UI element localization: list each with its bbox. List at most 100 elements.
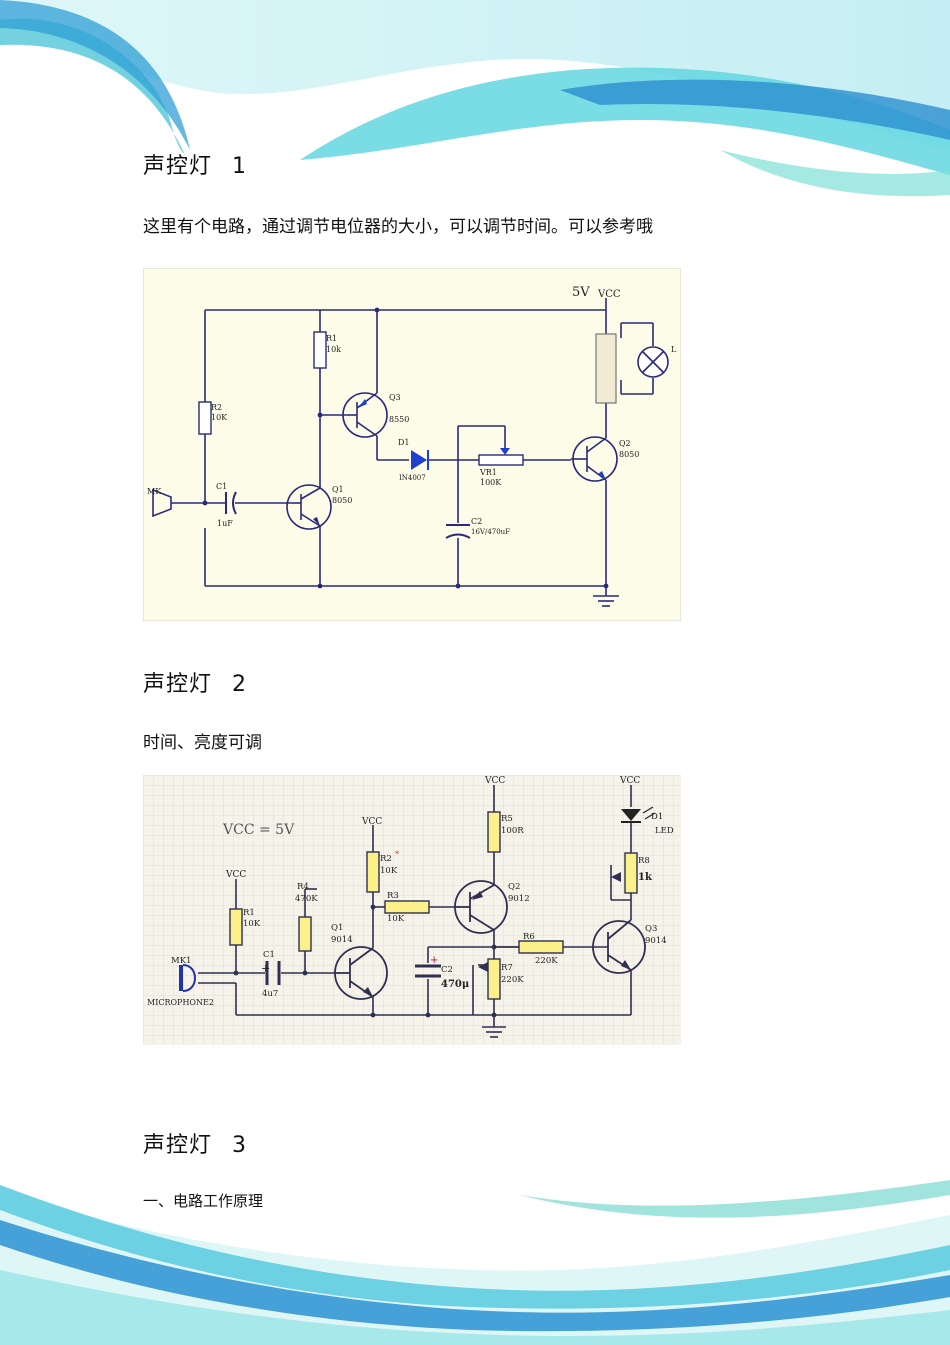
c1-label-q2: Q2 bbox=[619, 439, 631, 448]
c2-label-d1-val: LED bbox=[655, 826, 674, 836]
c2-label-r3-val: 10K bbox=[387, 914, 405, 924]
c1-label-r2: R2 bbox=[211, 403, 222, 412]
c2-label-r1-val: 10K bbox=[243, 919, 261, 929]
section-1-number: 1 bbox=[232, 154, 248, 179]
c2-label-r6: R6 bbox=[523, 932, 535, 942]
section-2-number: 2 bbox=[232, 672, 248, 697]
c2-label-vcc-led: VCC bbox=[619, 776, 640, 786]
circuit-1-background bbox=[143, 268, 681, 621]
c1-label-d1-val: IN4007 bbox=[399, 474, 426, 482]
c2-label-q2: Q2 bbox=[508, 882, 520, 892]
c1-transistor-q2 bbox=[571, 436, 618, 482]
c2-q3-arrow bbox=[621, 960, 631, 970]
circuit-1-wires bbox=[171, 298, 654, 607]
section-3-title: 声控灯 bbox=[143, 1133, 213, 1158]
c1-label-r1-val: 10k bbox=[326, 345, 341, 354]
c2-r7-wiper bbox=[478, 962, 488, 972]
c2-label-c2-plus: + bbox=[430, 955, 438, 966]
c2-label-r4: R4 bbox=[297, 882, 309, 892]
c1-lamp-cross-b bbox=[641, 350, 665, 374]
c1-relay bbox=[595, 333, 617, 404]
c2-label-d1: D1 bbox=[651, 812, 663, 822]
c2-label-mk1: MK1 bbox=[171, 956, 191, 966]
c1-cap-c2-plate-b bbox=[445, 533, 471, 539]
c1-label-q2-val: 8050 bbox=[619, 450, 639, 459]
c1-potentiometer-vr1 bbox=[478, 454, 524, 466]
c2-resistor-r8 bbox=[624, 852, 638, 894]
c1-q2-arrow bbox=[598, 471, 606, 480]
section-3-heading: 声控灯 3 bbox=[143, 1127, 247, 1159]
c1-q1-arrow bbox=[313, 517, 320, 526]
c2-label-q3: Q3 bbox=[645, 924, 657, 934]
c2-transistor-q1 bbox=[334, 946, 388, 1000]
circuit-2-svg: VCC = 5V VCC VCC VCC VCC R1 10K R2 * 10K… bbox=[143, 775, 681, 1045]
c1-potentiometer-wiper bbox=[500, 448, 510, 455]
c2-led-ray-b bbox=[644, 812, 656, 820]
section-3-subtitle: 一、电路工作原理 bbox=[143, 1192, 264, 1210]
c2-resistors bbox=[229, 811, 638, 1000]
c2-microphone bbox=[179, 965, 183, 991]
c2-label-r2: R2 bbox=[380, 854, 392, 864]
c2-label-r8: R8 bbox=[638, 856, 650, 866]
c1-label-vr1-val: 100K bbox=[480, 478, 502, 487]
c2-label-c1-val: 4u7 bbox=[262, 989, 278, 999]
c2-label-r8-val: 1k bbox=[638, 872, 653, 883]
c2-label-q1-val: 9014 bbox=[331, 935, 353, 945]
c2-resistor-r2 bbox=[366, 851, 380, 893]
c2-label-q2-val: 9012 bbox=[508, 894, 530, 904]
c1-microphone bbox=[152, 488, 172, 518]
c2-resistor-r3 bbox=[384, 900, 430, 914]
c1-label-vcc: VCC bbox=[597, 289, 621, 300]
c1-label-q3-val: 8550 bbox=[389, 415, 409, 424]
c2-label-r2-mark: * bbox=[395, 850, 400, 860]
c2-led-d1 bbox=[621, 809, 641, 821]
c1-q3-arrow bbox=[358, 399, 367, 408]
c2-transistor-q2 bbox=[454, 880, 508, 934]
c2-label-r6-val: 220K bbox=[535, 956, 558, 966]
section-1-heading: 声控灯 1 bbox=[143, 148, 247, 180]
c2-microphone-body bbox=[182, 964, 196, 992]
circuit-2-wires bbox=[198, 785, 632, 1038]
c2-label-r7-val: 220K bbox=[501, 975, 524, 985]
c1-resistor-r2 bbox=[198, 401, 212, 435]
c2-label-vcc-eq: VCC = 5V bbox=[222, 822, 295, 838]
c2-resistor-r4 bbox=[298, 916, 312, 952]
c2-label-mic: MICROPHONE2 bbox=[147, 998, 214, 1007]
c2-r8-wiper bbox=[611, 872, 621, 882]
c2-label-c1-plus: + bbox=[261, 962, 270, 975]
c2-label-vcc-r2: VCC bbox=[361, 817, 382, 827]
c2-label-r7: R7 bbox=[501, 963, 513, 973]
c2-resistor-r5 bbox=[487, 811, 501, 853]
c2-resistor-r7 bbox=[487, 958, 501, 1000]
c1-label-mk: MK bbox=[147, 487, 162, 496]
c2-label-vcc-r1: VCC bbox=[225, 870, 246, 880]
c2-label-r4-val: 470K bbox=[295, 894, 318, 904]
c2-q1-arrow bbox=[363, 987, 373, 997]
c1-label-c1: C1 bbox=[216, 482, 227, 491]
c2-label-vcc-q2: VCC bbox=[484, 776, 505, 786]
circuit-diagram-1: 5V VCC R1 10k R2 10K Q3 8550 D1 IN4007 V… bbox=[143, 268, 681, 621]
section-2-title: 声控灯 bbox=[143, 672, 213, 697]
c2-label-r3: R3 bbox=[387, 891, 399, 901]
c2-resistor-r6 bbox=[518, 940, 564, 954]
c1-label-q1-val: 8050 bbox=[332, 496, 352, 505]
c2-label-r2-val: 10K bbox=[380, 866, 398, 876]
c1-label-supply: 5V bbox=[572, 285, 590, 300]
c2-resistor-r1 bbox=[229, 908, 243, 946]
circuit-diagram-2: VCC = 5V VCC VCC VCC VCC R1 10K R2 * 10K… bbox=[143, 775, 681, 1045]
c1-label-lamp: L bbox=[671, 345, 677, 354]
c2-label-c2: C2 bbox=[441, 965, 453, 975]
section-2-heading: 声控灯 2 bbox=[143, 666, 247, 698]
c2-label-c1: C1 bbox=[263, 950, 275, 960]
c1-label-c2: C2 bbox=[471, 517, 482, 526]
c2-label-c2-val: 470μ bbox=[441, 979, 469, 990]
c1-label-r2-val: 10K bbox=[211, 413, 228, 422]
c1-label-c2-val: 16V/470uF bbox=[471, 528, 510, 536]
c2-led-ray-a bbox=[642, 806, 654, 814]
section-2-text: 时间、亮度可调 bbox=[143, 733, 262, 753]
circuit-1-svg: 5V VCC R1 10k R2 10K Q3 8550 D1 IN4007 V… bbox=[143, 268, 681, 621]
c1-transistor-q3 bbox=[342, 392, 388, 438]
c1-cap-c1-plate-b bbox=[232, 491, 237, 515]
c1-label-r1: R1 bbox=[326, 334, 337, 343]
c2-q2-arrow bbox=[472, 891, 483, 900]
